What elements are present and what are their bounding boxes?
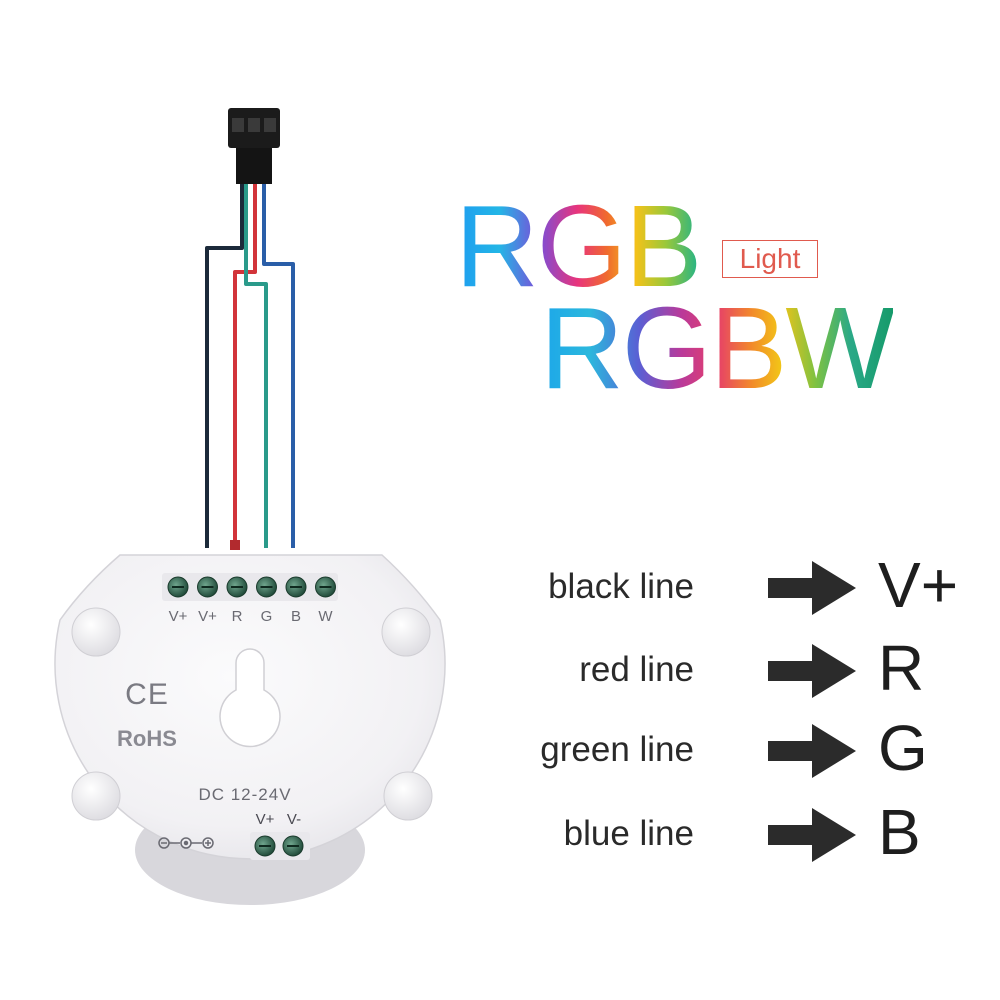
terminal-block [162, 573, 338, 601]
keyhole-slot [219, 648, 281, 748]
rohs-mark: RoHS [117, 726, 177, 751]
right-arrow-icon [768, 644, 856, 698]
mapping-label: green line [540, 730, 694, 769]
mapping-target: V+ [878, 549, 959, 621]
mapping-label: black line [548, 567, 694, 606]
mount-bump-top-left [71, 607, 121, 657]
right-arrow-icon [768, 808, 856, 862]
mount-bump-top-right [381, 607, 431, 657]
terminal-label: W [318, 608, 333, 625]
green-wire [244, 184, 268, 548]
dc-polarity-icon [158, 837, 214, 849]
power-terminal-block [250, 832, 310, 860]
title-rgb: RGB [455, 181, 702, 311]
terminal-label: G [261, 608, 273, 625]
mount-bump-bottom-right [383, 771, 433, 821]
voltage-label: DC 12-24V [198, 785, 291, 804]
right-arrow-icon [768, 561, 856, 615]
mount-bump-bottom-left [71, 771, 121, 821]
title-rgbw: RGBW [540, 283, 895, 413]
black-wire [205, 184, 244, 548]
mapping-target: G [878, 712, 928, 784]
terminal-label: V+ [198, 608, 217, 625]
mapping-target: R [878, 632, 925, 704]
connector-plug [228, 108, 280, 184]
mapping-label: blue line [563, 814, 694, 853]
power-terminal-label: V- [287, 811, 301, 828]
terminal-label: V+ [169, 608, 188, 625]
right-arrow-icon [768, 724, 856, 778]
mapping-target: B [878, 796, 921, 868]
wires [205, 184, 295, 550]
terminal-label: B [291, 608, 301, 625]
light-badge: Light [722, 240, 818, 278]
blue-wire [262, 184, 295, 548]
terminal-label: R [232, 608, 243, 625]
ce-mark: CE [125, 678, 169, 711]
power-terminal-label: V+ [256, 811, 275, 828]
mapping-label: red line [579, 650, 694, 689]
